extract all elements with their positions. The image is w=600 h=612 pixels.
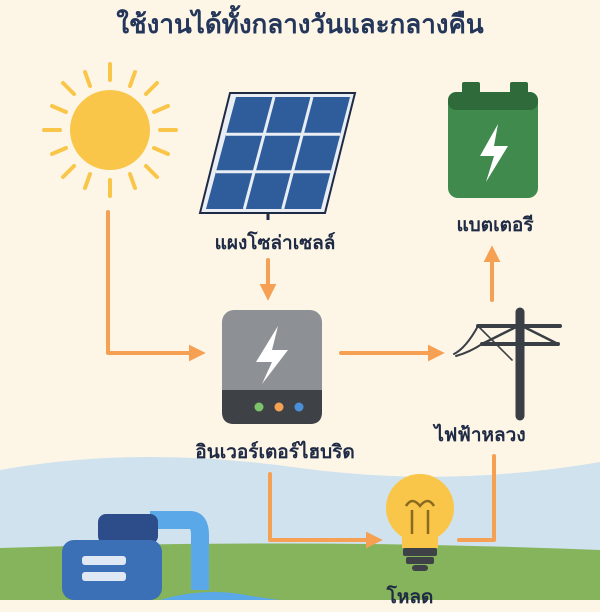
grid-label: ไฟฟ้าหลวง [434, 424, 526, 446]
power-pole-icon [453, 307, 562, 421]
battery-label: แบตเตอรี [456, 214, 534, 236]
sun-icon [42, 62, 178, 198]
inverter-label: อินเวอร์เตอร์ไฮบริด [195, 441, 355, 463]
arrow-sun-to-inverter [106, 210, 206, 362]
inverter-icon [222, 310, 322, 424]
load-label: โหลด [386, 586, 434, 608]
light-bulb-icon [386, 474, 454, 571]
battery-icon [448, 82, 538, 198]
page-title: ใช้งานได้ทั้งกลางวันและกลางคืน [116, 10, 484, 40]
arrow-inverter-to-load [268, 472, 383, 549]
solar-panel-icon [198, 92, 357, 220]
arrow-grid-to-load [457, 454, 496, 542]
water-pump-icon [62, 511, 280, 600]
solar-panel-label: แผงโซล่าเซลล์ [214, 232, 336, 254]
